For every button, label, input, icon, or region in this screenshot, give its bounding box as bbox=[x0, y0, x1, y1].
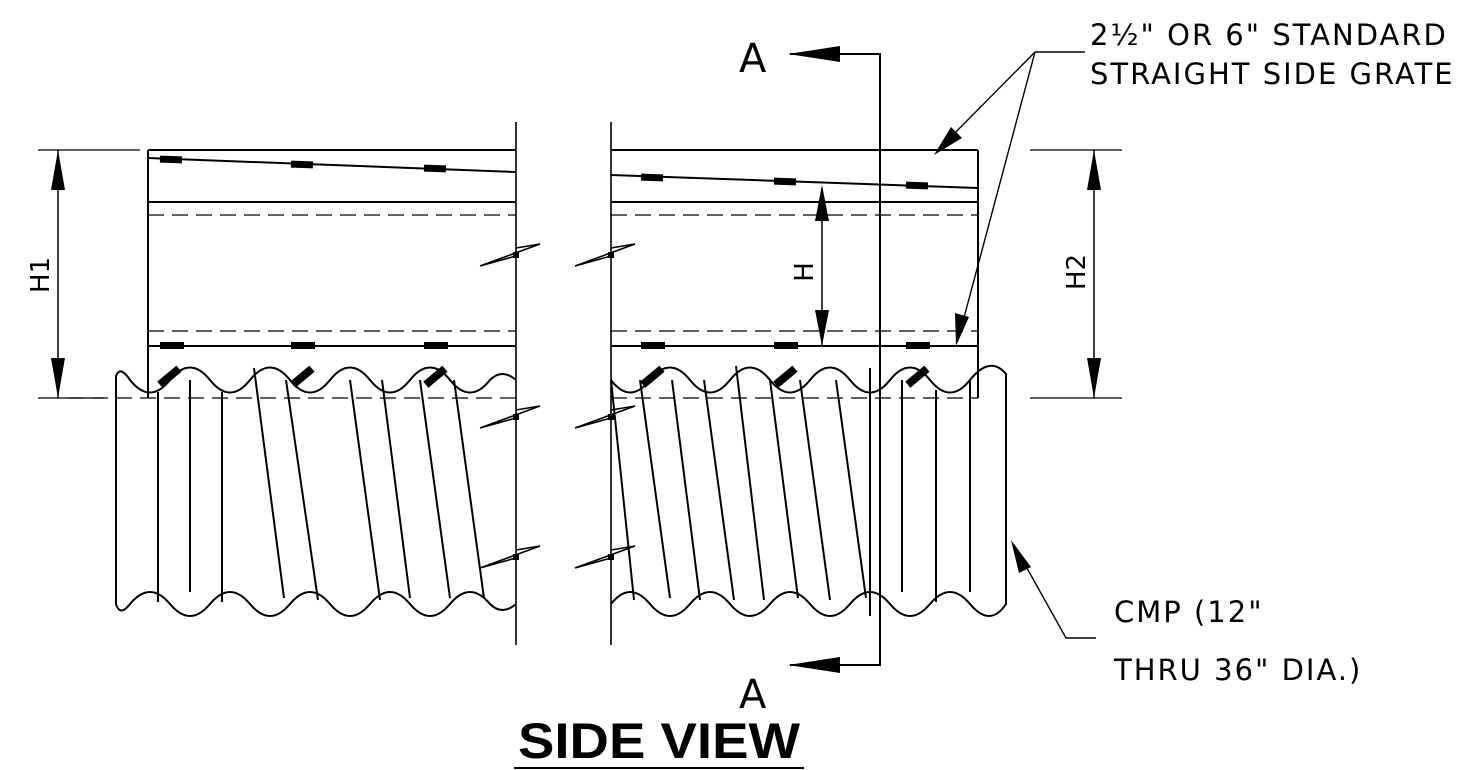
cmp-note-line2: THRU 36" DIA.) bbox=[1113, 653, 1362, 687]
dim-h1-label: H1 bbox=[26, 257, 56, 293]
break-lines bbox=[479, 122, 636, 645]
dim-h-label: H bbox=[790, 262, 820, 282]
dimension-h1: H1 bbox=[26, 150, 65, 398]
cmp-note-line1: CMP (12" bbox=[1114, 595, 1264, 629]
dim-h2-label: H2 bbox=[1062, 254, 1092, 290]
dimension-h2: H2 bbox=[1062, 150, 1101, 398]
grate-note-line2: STRAIGHT SIDE GRATE bbox=[1090, 57, 1455, 91]
break-markers bbox=[513, 252, 614, 560]
dimension-h: H bbox=[790, 185, 829, 346]
cmp-pipe-left bbox=[115, 366, 517, 617]
grate-note-line1: 2½" OR 6" STANDARD bbox=[1090, 18, 1448, 52]
cmp-note-arrowhead bbox=[1011, 540, 1031, 573]
view-title: SIDE VIEW bbox=[518, 713, 801, 769]
section-label-top: A bbox=[739, 36, 767, 82]
grate-note-arrowheads bbox=[934, 127, 969, 346]
grate-note-leaders bbox=[937, 51, 1085, 341]
section-cut-line bbox=[790, 53, 881, 666]
extension-lines bbox=[38, 149, 1122, 399]
cmp-note-leader bbox=[1013, 544, 1096, 639]
section-arrowheads bbox=[788, 46, 840, 673]
grate-left-half bbox=[147, 149, 517, 398]
cmp-pipe-right bbox=[610, 364, 1007, 617]
section-label-bottom: A bbox=[739, 672, 767, 718]
